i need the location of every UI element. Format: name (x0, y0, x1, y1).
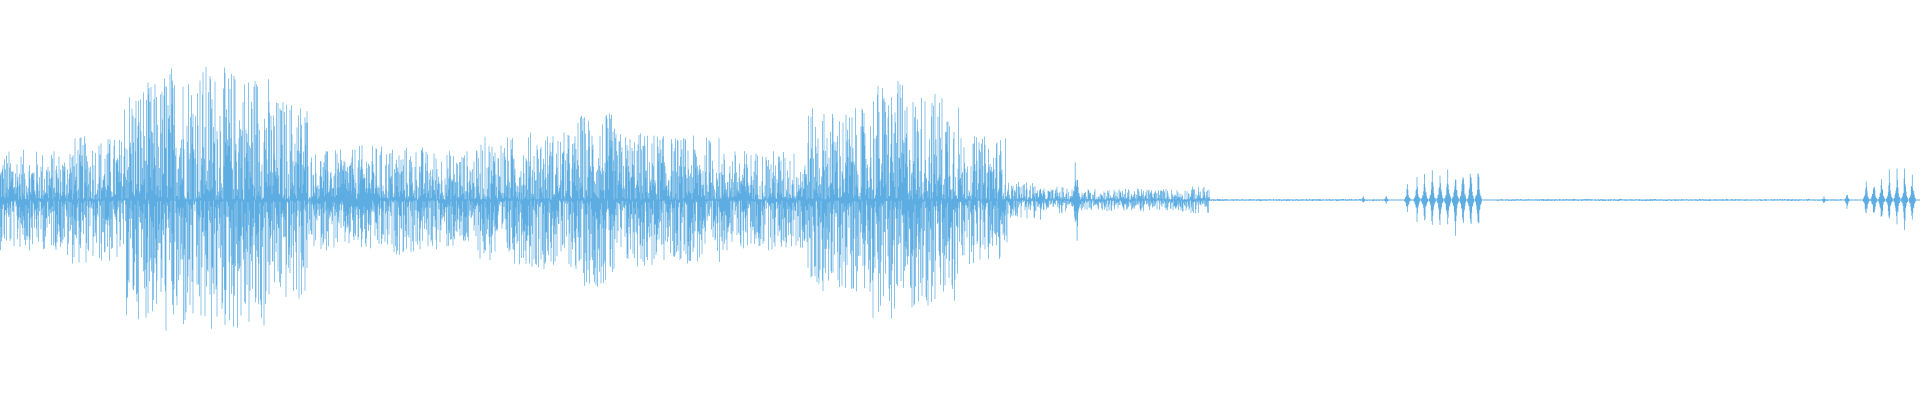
waveform-burst-26 (1862, 181, 1870, 214)
waveform-burst-13 (1382, 195, 1390, 204)
waveform-burst-8 (372, 176, 380, 224)
waveform-burst-7 (365, 163, 372, 225)
waveform-burst-19 (1444, 169, 1452, 225)
waveform-burst-32 (1908, 174, 1916, 220)
waveform-burst-6 (357, 166, 365, 230)
waveform-burst-31 (1901, 168, 1908, 230)
waveform-burst-9 (1037, 188, 1044, 220)
waveform-burst-22 (1467, 173, 1475, 225)
waveform-burst-2 (326, 180, 334, 217)
waveform-burst-11 (1073, 179, 1081, 241)
waveform-burst-23 (1475, 173, 1482, 224)
waveform-burst-30 (1893, 168, 1901, 225)
waveform-burst-20 (1452, 179, 1459, 236)
waveform-burst-25 (1843, 194, 1851, 209)
waveform-burst-1 (318, 176, 325, 215)
waveform-body (0, 66, 1844, 331)
waveform-burst-14 (1404, 184, 1411, 212)
waveform-burst-0 (310, 185, 318, 214)
waveform-burst-4 (342, 178, 349, 227)
waveform-burst-17 (1428, 170, 1436, 225)
waveform-burst-15 (1413, 177, 1421, 222)
waveform-burst-5 (349, 178, 357, 223)
waveform-burst-28 (1878, 179, 1885, 217)
waveform-burst-29 (1885, 169, 1893, 219)
waveform-burst-12 (1359, 196, 1367, 203)
waveform-burst-21 (1459, 177, 1467, 223)
waveform-burst-27 (1870, 187, 1878, 214)
waveform-burst-18 (1436, 175, 1444, 225)
waveform-burst-16 (1421, 174, 1428, 221)
waveform-burst-3 (334, 175, 342, 222)
waveform-burst-24 (1820, 196, 1828, 204)
